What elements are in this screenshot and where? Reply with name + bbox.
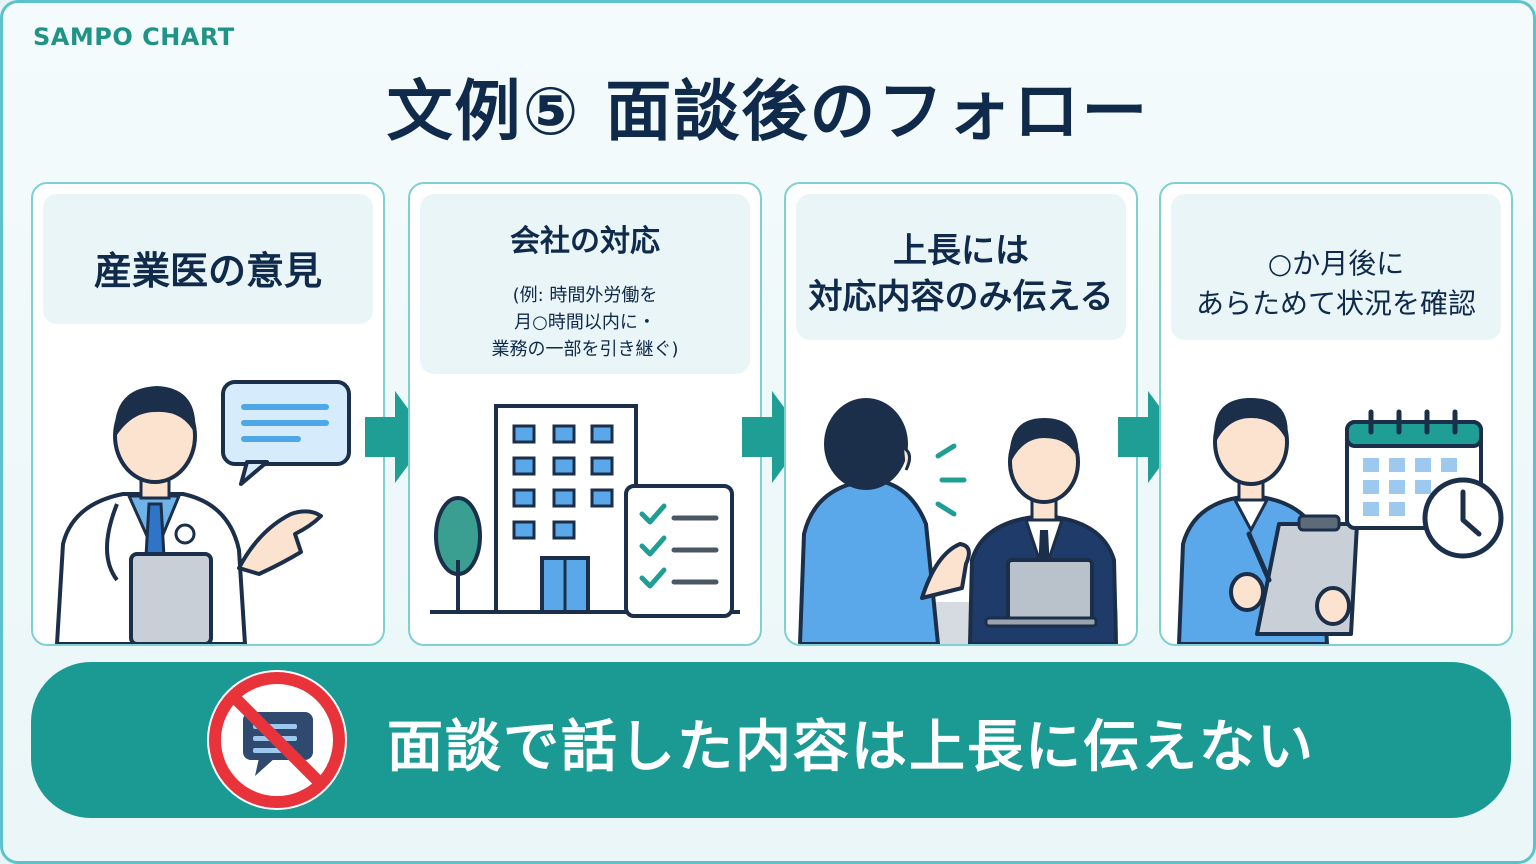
step-3-heading: 上長には 対応内容のみ伝える xyxy=(796,194,1126,320)
arrow-right-icon xyxy=(365,391,429,483)
step-2-note-line: (例: 時間外労働を xyxy=(512,285,658,306)
no-chat-icon xyxy=(207,670,347,810)
step-4-heading: ○か月後に あらためて状況を確認 xyxy=(1171,194,1501,324)
page-title: 文例⑤ 面談後のフォロー xyxy=(386,73,1150,150)
clock-icon xyxy=(1422,477,1504,559)
tree-icon xyxy=(434,496,482,612)
speech-bubble-icon xyxy=(221,380,351,486)
clipboard-icon xyxy=(1176,398,1504,644)
step-4-heading-line: あらためて状況を確認 xyxy=(1195,287,1476,320)
step-2-note-line: 業務の一部を引き継ぐ) xyxy=(491,339,679,360)
arrow-right-icon xyxy=(742,391,806,483)
step-card-3: 上長には 対応内容のみ伝える xyxy=(784,182,1138,646)
step-card-1: 産業医の意見 xyxy=(31,182,385,646)
step-2-heading: 会社の対応 xyxy=(510,224,660,259)
step-3-header: 上長には 対応内容のみ伝える xyxy=(796,194,1126,340)
warning-banner: 面談で話した内容は上長に伝えない xyxy=(31,662,1511,818)
step-4-heading-line: ○か月後に xyxy=(1267,247,1405,280)
laptop-icon xyxy=(984,558,1098,628)
checklist-icon xyxy=(624,484,734,618)
arrow-right-icon xyxy=(1118,391,1182,483)
step-2-header: 会社の対応 (例: 時間外労働を 月○時間以内に・ 業務の一部を引き継ぐ) xyxy=(420,194,750,374)
step-2-note-line: 月○時間以内に・ xyxy=(514,312,656,333)
doctor-icon xyxy=(54,380,351,644)
brand-logo: SAMPO CHART xyxy=(33,23,235,51)
step-3-heading-line: 対応内容のみ伝える xyxy=(808,277,1114,317)
meeting-icon xyxy=(797,398,1119,644)
step-1-header: 産業医の意見 xyxy=(43,194,373,324)
step-card-2: 会社の対応 (例: 時間外労働を 月○時間以内に・ 業務の一部を引き継ぐ) xyxy=(408,182,762,646)
step-1-heading: 産業医の意見 xyxy=(93,249,322,293)
building-icon xyxy=(430,404,740,618)
step-card-4: ○か月後に あらためて状況を確認 xyxy=(1159,182,1513,646)
banner-text: 面談で話した内容は上長に伝えない xyxy=(387,715,1315,780)
step-4-header: ○か月後に あらためて状況を確認 xyxy=(1171,194,1501,340)
step-3-heading-line: 上長には xyxy=(893,231,1029,271)
step-2-note: (例: 時間外労働を 月○時間以内に・ 業務の一部を引き継ぐ) xyxy=(420,282,750,363)
